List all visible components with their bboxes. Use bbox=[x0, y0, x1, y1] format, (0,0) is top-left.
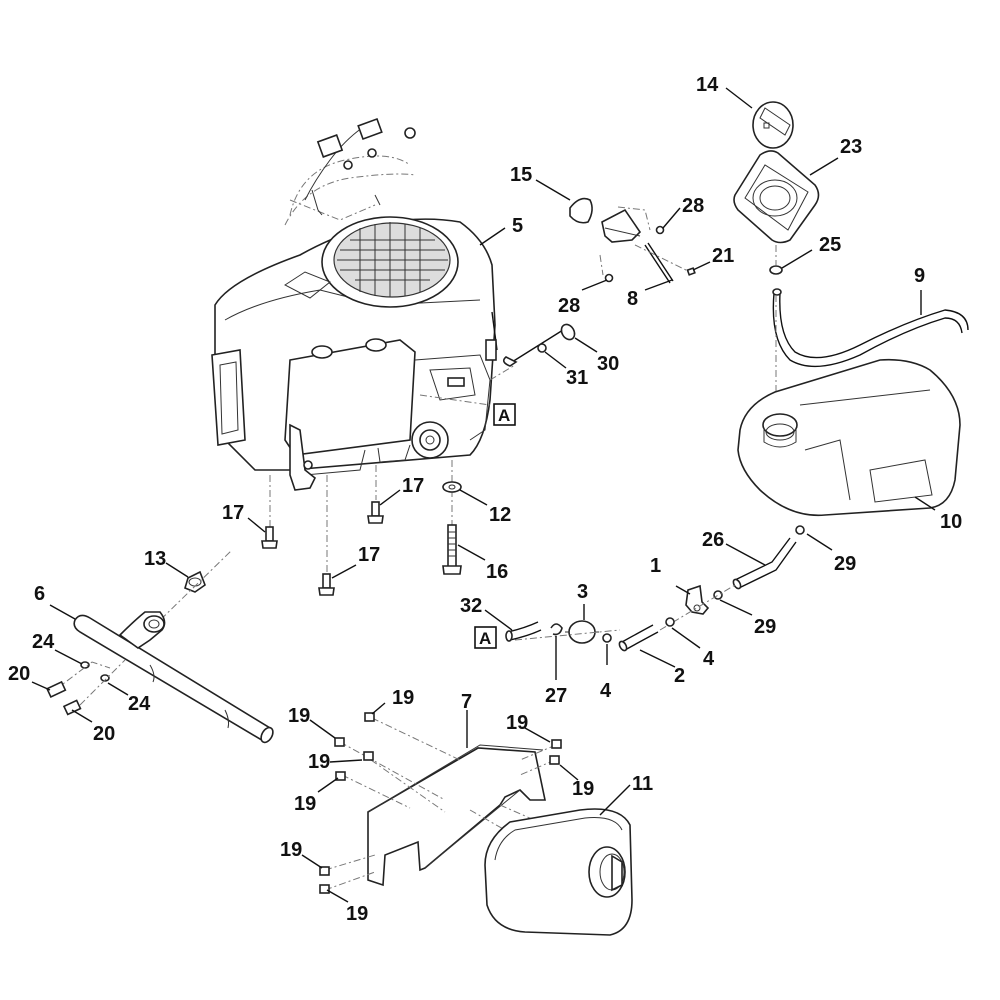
reference-box bbox=[493, 403, 516, 426]
callout-20b: 20 bbox=[93, 723, 115, 745]
callout-29b: 29 bbox=[754, 616, 776, 638]
fuel-valve-1 bbox=[685, 584, 710, 615]
callout-26: 26 bbox=[702, 529, 724, 551]
callout-21: 21 bbox=[712, 245, 734, 267]
exhaust-pipe-6 bbox=[73, 611, 274, 744]
screw-19h bbox=[319, 884, 330, 894]
callout-6: 6 bbox=[34, 583, 45, 605]
callout-2: 2 bbox=[674, 665, 685, 687]
clamp-29a bbox=[795, 525, 805, 535]
callout-19c: 19 bbox=[308, 751, 330, 773]
callout-labels: 1 2 3 4 4 5 6 7 8 9 10 11 12 13 14 15 16… bbox=[8, 74, 962, 925]
washer-24b bbox=[100, 674, 110, 682]
screw-19f bbox=[549, 755, 560, 765]
callout-23: 23 bbox=[840, 136, 862, 158]
clamp-4a bbox=[665, 617, 675, 627]
callout-24a: 24 bbox=[32, 631, 55, 653]
screw-19g bbox=[319, 866, 330, 876]
callout-16: 16 bbox=[486, 561, 508, 583]
clamp-29b bbox=[713, 590, 723, 600]
fuel-hose-32 bbox=[505, 621, 542, 642]
callout-13: 13 bbox=[144, 548, 166, 570]
reference-marker-a-fuel-line: A bbox=[474, 626, 497, 649]
callout-17a: 17 bbox=[222, 502, 244, 524]
callout-14: 14 bbox=[696, 74, 719, 96]
callout-30: 30 bbox=[597, 353, 619, 375]
callout-4a: 4 bbox=[703, 648, 715, 670]
screw-19d bbox=[335, 771, 346, 781]
clamp-25 bbox=[769, 265, 783, 275]
reference-label: A bbox=[498, 406, 510, 425]
bolt-17c bbox=[318, 573, 335, 596]
callout-28b: 28 bbox=[558, 295, 580, 317]
callout-19b: 19 bbox=[392, 687, 414, 709]
leader-lines bbox=[31, 87, 936, 903]
reference-marker-a-engine: A bbox=[493, 403, 516, 426]
callout-5: 5 bbox=[512, 215, 523, 237]
callout-31: 31 bbox=[566, 367, 588, 389]
callout-19f: 19 bbox=[572, 778, 594, 800]
callout-19g: 19 bbox=[280, 839, 302, 861]
callout-7: 7 bbox=[461, 691, 472, 713]
callout-3: 3 bbox=[577, 581, 588, 603]
wiring-harness bbox=[284, 117, 416, 226]
callout-24b: 24 bbox=[128, 693, 151, 715]
screw-19a bbox=[364, 712, 375, 722]
callout-17b: 17 bbox=[402, 475, 424, 497]
callout-29a: 29 bbox=[834, 553, 856, 575]
fuel-hose-2 bbox=[618, 624, 659, 652]
exhaust-gasket-13 bbox=[184, 570, 206, 593]
washer-12 bbox=[442, 481, 462, 493]
callout-25: 25 bbox=[819, 234, 841, 256]
reference-label: A bbox=[479, 629, 491, 648]
engine-part-5 bbox=[211, 216, 498, 491]
screw-19e bbox=[551, 739, 562, 749]
screw-19c bbox=[363, 751, 374, 761]
screw-31 bbox=[537, 343, 547, 353]
callout-9: 9 bbox=[914, 265, 925, 287]
callout-19e: 19 bbox=[506, 712, 528, 734]
callout-10: 10 bbox=[940, 511, 962, 533]
clamp-27 bbox=[550, 623, 563, 636]
bolt-17b bbox=[367, 501, 384, 524]
callout-27: 27 bbox=[545, 685, 567, 707]
callout-20a: 20 bbox=[8, 663, 30, 685]
bolt-20b bbox=[62, 699, 82, 716]
screw-19b bbox=[334, 737, 345, 747]
bolt-16 bbox=[442, 524, 462, 575]
callout-11: 11 bbox=[632, 773, 653, 795]
washer-24a bbox=[80, 661, 90, 669]
filler-neck-bezel-23 bbox=[733, 150, 820, 244]
fuel-tank-10 bbox=[737, 358, 961, 517]
callout-19d: 19 bbox=[294, 793, 316, 815]
vent-hose-9 bbox=[772, 288, 969, 368]
knob-15 bbox=[569, 197, 593, 224]
callout-1: 1 bbox=[650, 555, 661, 577]
reference-box bbox=[474, 626, 497, 649]
callout-8: 8 bbox=[627, 288, 638, 310]
throttle-bracket-8 bbox=[601, 208, 674, 284]
clamp-4b bbox=[602, 633, 612, 643]
callout-17c: 17 bbox=[358, 544, 380, 566]
nut-28b bbox=[604, 273, 614, 283]
bolt-20a bbox=[45, 680, 67, 698]
callout-12: 12 bbox=[489, 504, 511, 526]
callout-19a: 19 bbox=[288, 705, 310, 727]
fuel-cap-14 bbox=[752, 101, 794, 149]
callout-28a: 28 bbox=[682, 195, 704, 217]
cable-30 bbox=[502, 323, 576, 367]
callout-15: 15 bbox=[510, 164, 532, 186]
callout-32: 32 bbox=[460, 595, 482, 617]
bolt-17a bbox=[261, 526, 278, 549]
nut-28a bbox=[655, 225, 665, 235]
muffler-11 bbox=[484, 808, 633, 936]
callout-4b: 4 bbox=[600, 680, 612, 702]
callout-19h: 19 bbox=[346, 903, 368, 925]
